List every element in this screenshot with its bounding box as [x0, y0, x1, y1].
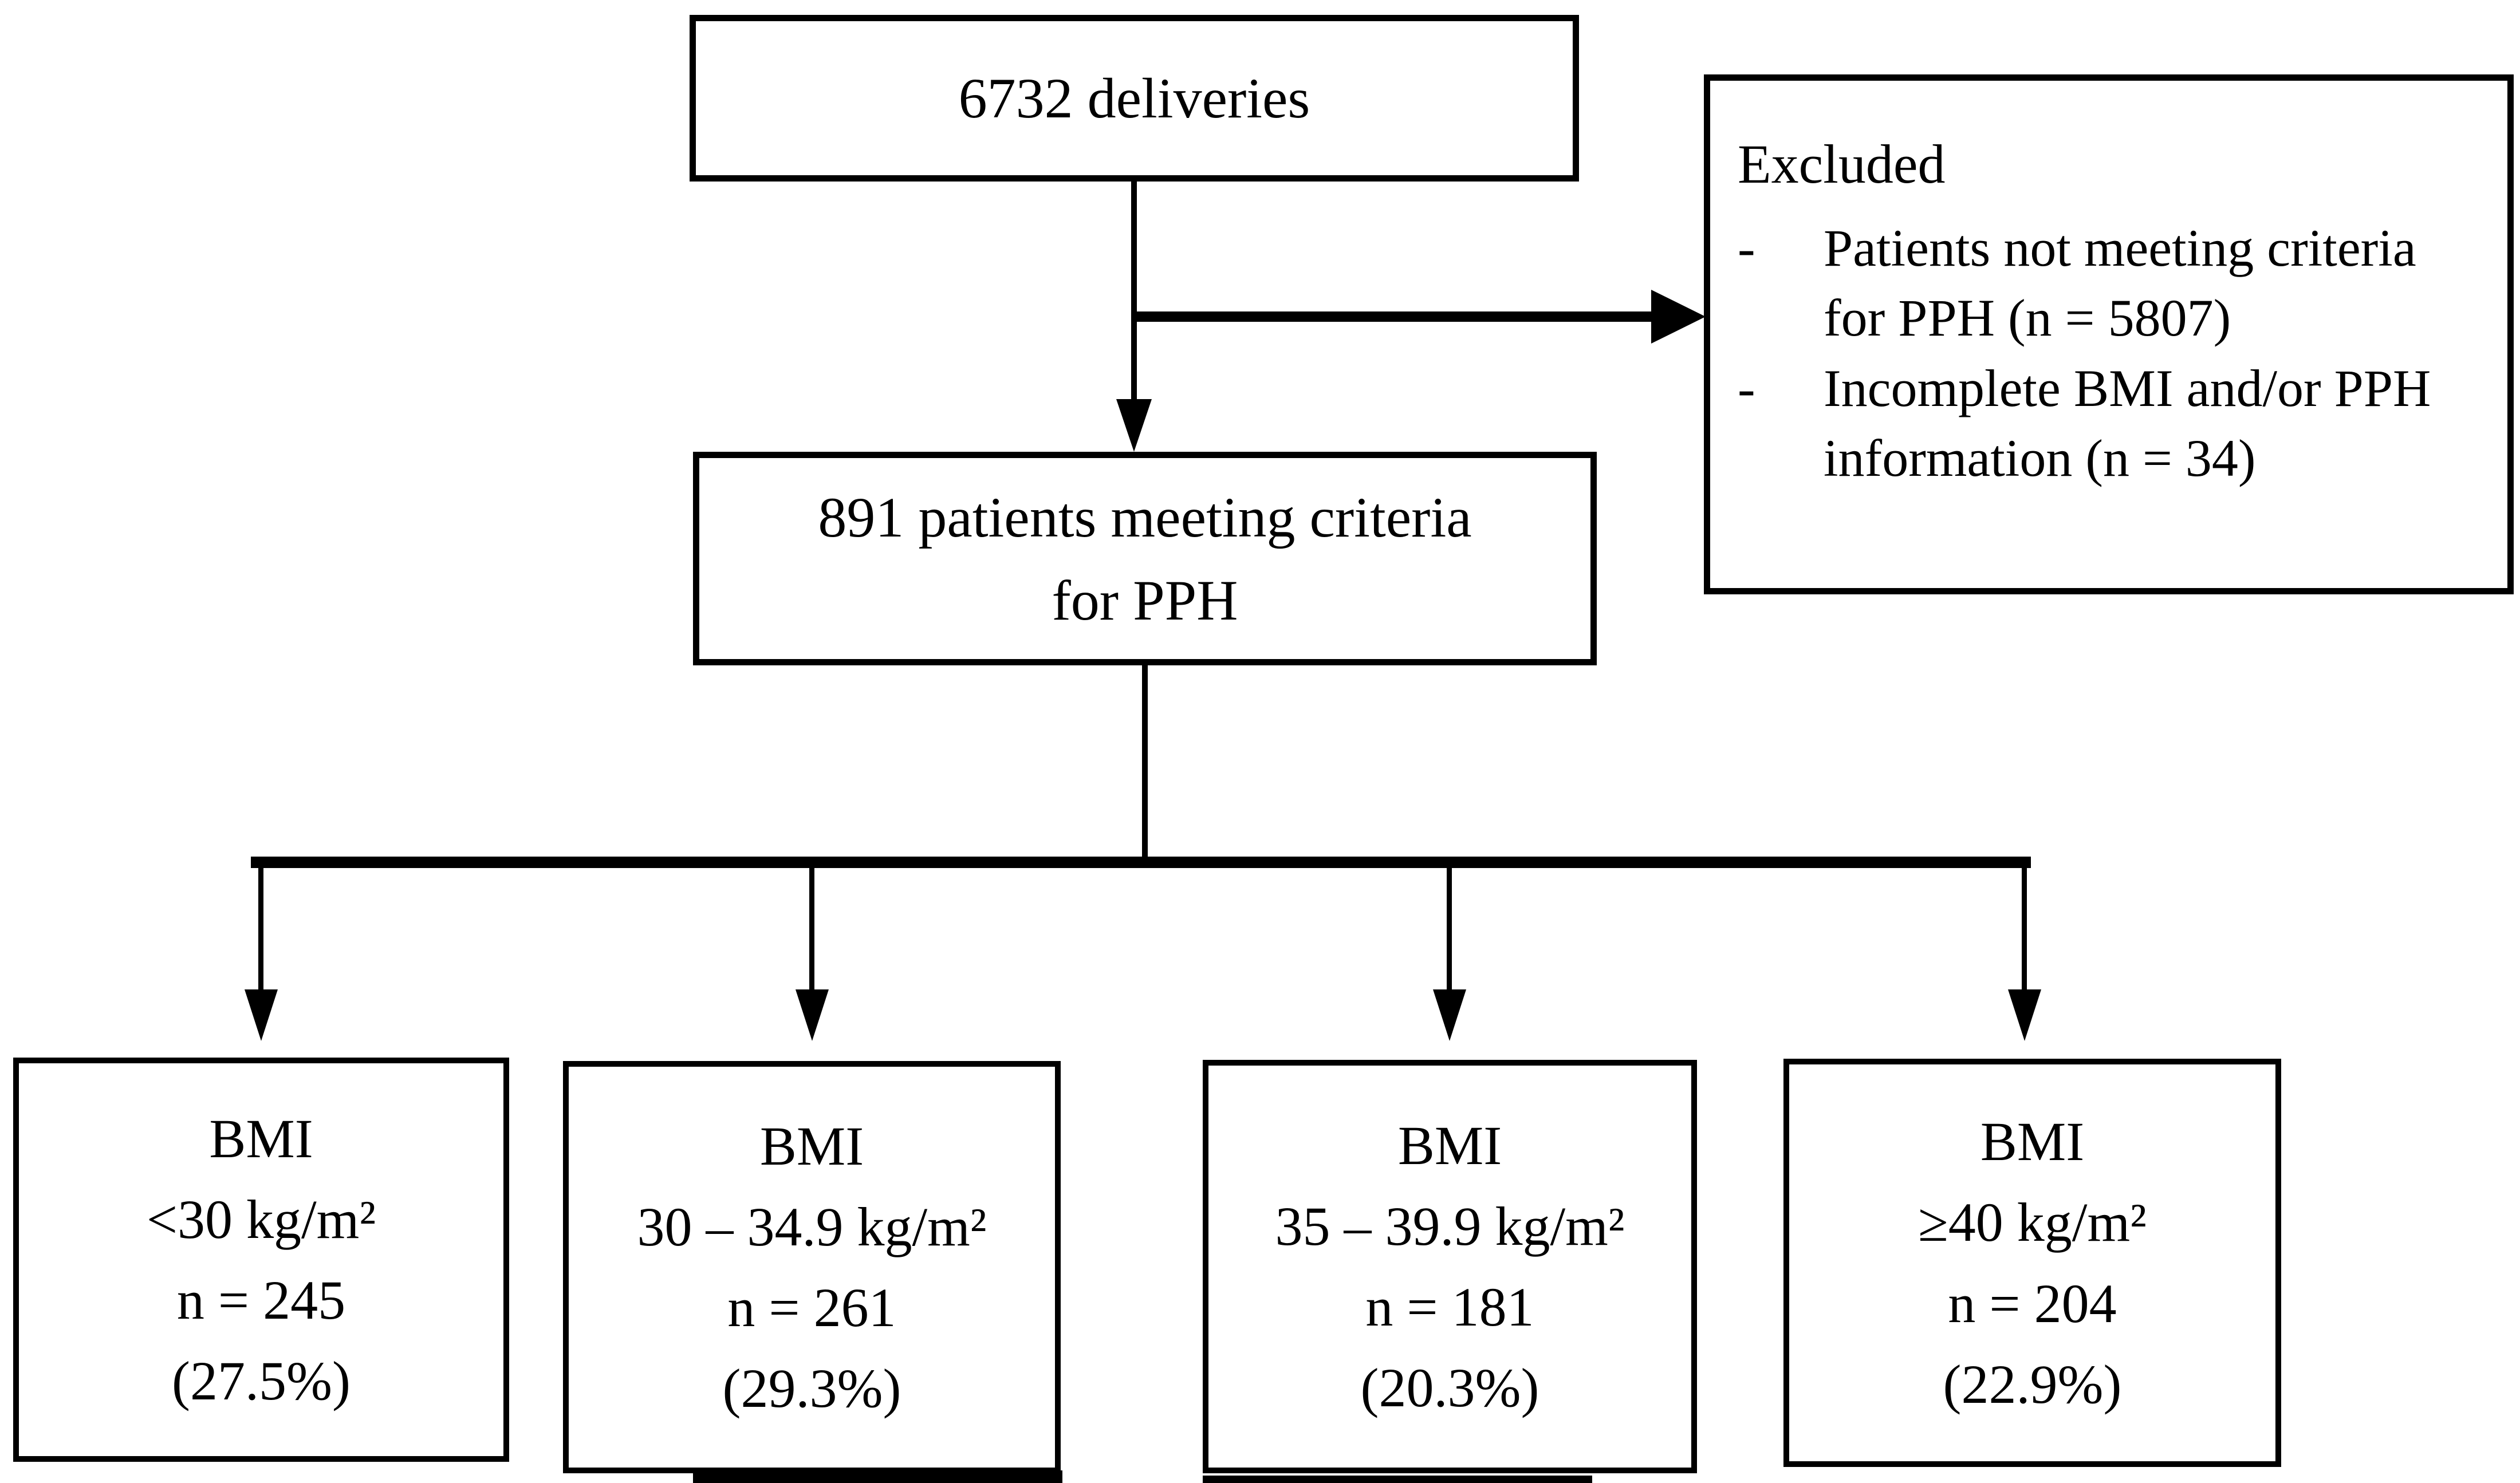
connector-bar-to-bmi2-line — [809, 862, 814, 994]
connector-bar-to-bmi4-line — [2022, 862, 2027, 994]
bmi-percent: (20.3%) — [1360, 1357, 1539, 1419]
arrowhead-into-bmi3 — [1433, 989, 1466, 1041]
node-bmi-under-30: BMI <30 kg/m² n = 245 (27.5%) — [13, 1058, 509, 1462]
bmi-count: n = 204 — [1948, 1272, 2117, 1334]
list-item: - Incomplete BMI and/or PPH information … — [1738, 353, 2484, 494]
arrowhead-into-excluded — [1651, 290, 1706, 344]
excluded-title: Excluded — [1738, 133, 1946, 195]
bmi-label: BMI — [209, 1107, 313, 1169]
list-item: - Patients not meeting criteria for PPH … — [1738, 213, 2484, 353]
node-criteria: 891 patients meeting criteria for PPH — [693, 452, 1597, 665]
arrowhead-into-bmi4 — [2008, 989, 2041, 1041]
connector-deliveries-to-criteria-line — [1131, 182, 1137, 405]
bmi-percent: (29.3%) — [722, 1358, 901, 1419]
connector-bar-to-bmi3-line — [1447, 862, 1452, 994]
node-deliveries-label: 6732 deliveries — [958, 66, 1310, 130]
node-bmi-30-34: BMI 30 – 34.9 kg/m² n = 261 (29.3%) — [563, 1061, 1061, 1473]
bmi-count: n = 245 — [176, 1269, 346, 1331]
bmi-label: BMI — [759, 1115, 864, 1177]
distributor-bar — [251, 857, 2031, 868]
list-item-text: Incomplete BMI and/or PPH information (n… — [1824, 358, 2431, 487]
bmi-percent: (22.9%) — [1943, 1353, 2122, 1415]
bmi-range: <30 kg/m² — [146, 1188, 376, 1250]
node-criteria-label-line1: 891 patients meeting criteria — [818, 485, 1472, 549]
bmi-range: 30 – 34.9 kg/m² — [637, 1196, 987, 1257]
list-item-marker: - — [1738, 358, 1755, 417]
bmi-range: 35 – 39.9 kg/m² — [1275, 1195, 1625, 1257]
scan-artifact-bar — [1203, 1476, 1592, 1483]
bmi-label: BMI — [1980, 1111, 2085, 1173]
connector-criteria-to-bar-line — [1142, 665, 1148, 863]
connector-bar-to-bmi1-line — [258, 862, 263, 994]
bmi-label: BMI — [1397, 1114, 1502, 1176]
node-criteria-label-line2: for PPH — [1052, 568, 1238, 632]
connector-branch-to-excluded-line — [1134, 311, 1652, 322]
node-deliveries: 6732 deliveries — [690, 15, 1579, 182]
scan-artifact-bar — [693, 1470, 1062, 1483]
node-bmi-35-39: BMI 35 – 39.9 kg/m² n = 181 (20.3%) — [1203, 1060, 1697, 1473]
bmi-percent: (27.5%) — [172, 1350, 351, 1412]
bmi-count: n = 181 — [1365, 1276, 1534, 1338]
list-item-text: Patients not meeting criteria for PPH (n… — [1824, 218, 2416, 348]
bmi-range: ≥40 kg/m² — [1918, 1192, 2147, 1253]
excluded-list: - Patients not meeting criteria for PPH … — [1738, 213, 2484, 493]
arrowhead-into-bmi2 — [796, 989, 829, 1041]
list-item-marker: - — [1738, 218, 1755, 277]
node-excluded: Excluded - Patients not meeting criteria… — [1704, 74, 2514, 594]
bmi-count: n = 261 — [727, 1277, 896, 1338]
arrowhead-into-criteria — [1116, 399, 1152, 452]
node-bmi-40-plus: BMI ≥40 kg/m² n = 204 (22.9%) — [1783, 1059, 2281, 1467]
arrowhead-into-bmi1 — [245, 989, 278, 1041]
